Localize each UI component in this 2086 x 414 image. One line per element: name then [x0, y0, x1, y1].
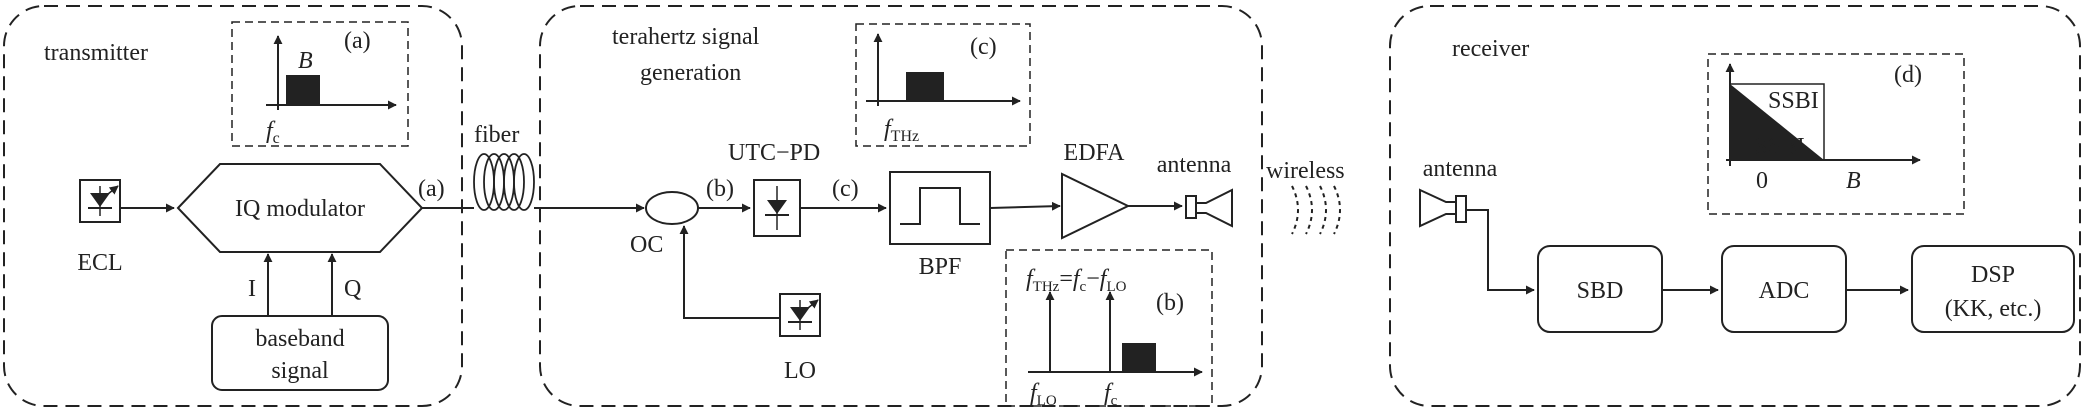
lo-label: LO [784, 358, 816, 384]
rf-spectrum-block [1122, 343, 1156, 372]
utc-pd-label: UTC−PD [728, 140, 820, 166]
thz-frequency-equation: fTHz=fc−fLO [1026, 266, 1127, 295]
fiber-coil [473, 153, 535, 211]
adc-label: ADC [1759, 278, 1810, 304]
generation-label-line2: generation [640, 60, 741, 86]
fiber-label: fiber [474, 122, 519, 148]
utc-pd-photodiode [753, 179, 801, 237]
baseband-label-line1: baseband [255, 326, 344, 352]
bpf-filter [889, 171, 991, 245]
point-b-label: (b) [706, 176, 734, 202]
inset-a: B (a) fc [231, 21, 409, 147]
point-a-label: (a) [418, 176, 445, 202]
tx-antenna-label: antenna [1157, 152, 1232, 178]
inset-d: SSBI SSBI (d) 0 B [1707, 53, 1965, 215]
bpf-label: BPF [919, 254, 962, 280]
baseband-signal-block [211, 315, 389, 391]
ecl-label: ECL [77, 250, 122, 276]
inset-tag: (a) [344, 28, 371, 54]
dsp-label-line2: (KK, etc.) [1945, 296, 2042, 322]
wireless-waves-icon [1291, 185, 1341, 235]
rx-antenna-label: antenna [1423, 156, 1498, 182]
baseband-label-line2: signal [271, 358, 329, 384]
bandwidth-label: B [298, 48, 313, 74]
ssbi-triangle [1730, 84, 1824, 160]
sbd-label: SBD [1577, 278, 1624, 304]
thz-freq-label: fTHz [884, 116, 919, 145]
iq-modulator-label: IQ modulator [235, 196, 365, 222]
edfa-label: EDFA [1064, 140, 1126, 166]
transmitter-label: transmitter [44, 40, 148, 66]
inset-c: (c) fTHz [855, 23, 1031, 147]
receiver-label: receiver [1452, 36, 1529, 62]
tx-antenna [1185, 188, 1233, 228]
inset-tag: (d) [1894, 62, 1922, 88]
point-c-label: (c) [832, 176, 859, 202]
generation-label-line1: terahertz signal [612, 24, 760, 50]
wireless-label: wireless [1266, 158, 1345, 184]
inset-b: fTHz=fc−fLO (b) fLO fc [1005, 249, 1213, 409]
thz-spectrum-block [906, 72, 944, 101]
ssbi-label-bottom: SSBI [1754, 134, 1805, 160]
carrier-freq-label: fc [266, 118, 280, 147]
q-label: Q [344, 276, 361, 302]
lo-laser [779, 293, 821, 337]
oc-label: OC [630, 232, 663, 258]
dsp-label-line1: DSP [1971, 262, 2015, 288]
ssbi-label-top: SSBI [1768, 88, 1819, 114]
receiver-frame [1389, 5, 2081, 407]
ecl-laser [79, 179, 121, 223]
antenna-to-sbd-path [1466, 209, 1535, 295]
bandwidth-tick-label: B [1846, 168, 1861, 194]
dsp-block [1911, 245, 2075, 333]
transmitter-frame [3, 5, 463, 407]
generation-frame [539, 5, 1263, 407]
carrier-freq-label: fc [1104, 380, 1118, 409]
signal-spectrum-block [286, 75, 320, 105]
lo-to-oc-path [679, 225, 780, 319]
lo-freq-label: fLO [1030, 380, 1057, 409]
optical-coupler [645, 191, 699, 225]
inset-tag: (b) [1156, 290, 1184, 316]
bpf-to-edfa-arrow [989, 201, 1061, 211]
zero-tick-label: 0 [1756, 168, 1768, 194]
inset-tag: (c) [970, 34, 997, 60]
rx-antenna [1419, 188, 1467, 228]
edfa-amplifier [1061, 172, 1131, 240]
i-label: I [248, 276, 256, 302]
